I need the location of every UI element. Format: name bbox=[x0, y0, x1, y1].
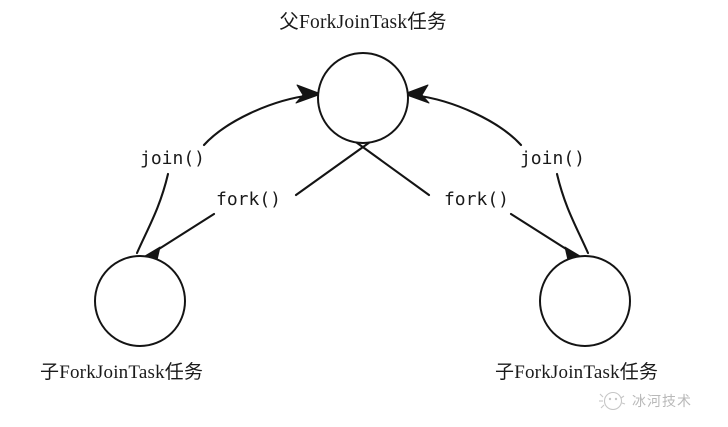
child-left-node-label: 子ForkJoinTask任务 bbox=[40, 361, 203, 383]
edge-join-right: join() bbox=[403, 84, 590, 255]
fork-left-label: fork() bbox=[216, 189, 281, 210]
fork-left-line-lower bbox=[149, 212, 216, 256]
parent-node-title: 父ForkJoinTask任务 bbox=[279, 11, 446, 33]
fork-right-label: fork() bbox=[444, 189, 509, 210]
child-right-node-label: 子ForkJoinTask任务 bbox=[495, 361, 658, 383]
watermark: 冰河技术 bbox=[599, 391, 692, 411]
join-left-label: join() bbox=[140, 148, 205, 169]
edge-join-left: join() bbox=[135, 84, 322, 255]
join-left-arrowhead bbox=[295, 84, 322, 104]
join-right-label: join() bbox=[520, 148, 585, 169]
node-parent-forkjointask[interactable] bbox=[317, 52, 409, 144]
join-right-curve-upper bbox=[411, 93, 523, 147]
node-child-right-forkjointask[interactable] bbox=[539, 255, 631, 347]
join-left-curve-lower bbox=[135, 172, 170, 255]
join-left-curve-upper bbox=[202, 93, 314, 147]
watermark-label: 冰河技术 bbox=[632, 394, 692, 410]
fork-right-line-lower bbox=[509, 212, 576, 256]
join-right-curve-lower bbox=[555, 172, 590, 255]
join-right-arrowhead bbox=[403, 84, 430, 104]
wechat-logo-icon bbox=[599, 391, 626, 411]
node-child-left-forkjointask[interactable] bbox=[94, 255, 186, 347]
